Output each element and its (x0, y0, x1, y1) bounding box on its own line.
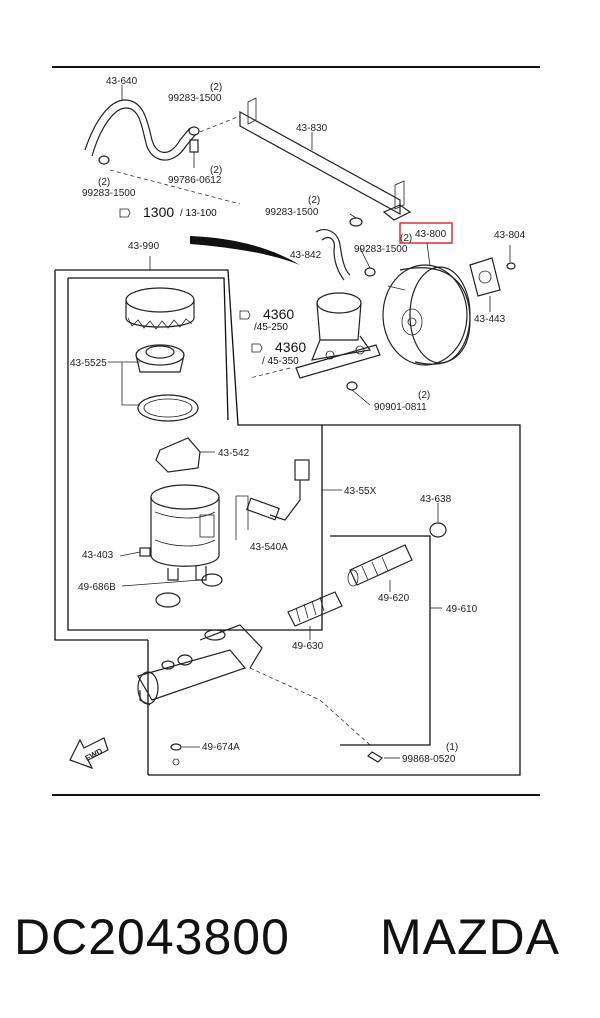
label-90901: 90901-0811 (374, 402, 427, 413)
oring-49-674a (170, 743, 182, 751)
grommet-1 (201, 573, 223, 587)
label-49-674a: 49-674A (202, 742, 240, 753)
leader-lines (108, 85, 511, 759)
ref-1300: 1300 / 13-100 (119, 204, 217, 220)
label-43-540a: 43-540A (250, 542, 288, 553)
label-43-638: 43-638 (420, 494, 452, 505)
label-43-542: 43-542 (218, 448, 250, 459)
label-43-830: 43-830 (296, 123, 328, 134)
ref-4360-b: 4360 / 45-350 (251, 339, 306, 367)
label-43-842: 43-842 (290, 250, 322, 261)
label-99283c-qty: (2) (308, 195, 320, 206)
label-43-800: 43-800 (415, 229, 447, 240)
vacuum-hose-assembly (84, 97, 412, 227)
label-43-804: 43-804 (494, 230, 526, 241)
clip-43-638 (429, 522, 447, 538)
label-43-55x: 43-55X (344, 486, 377, 497)
reservoir-cap (125, 287, 195, 330)
label-99868: 99868-0520 (402, 754, 456, 765)
ref-1300-num: 1300 (143, 204, 174, 220)
hose-43-842 (315, 229, 376, 281)
reservoir-tank (150, 484, 220, 581)
label-99283b-qty: (2) (98, 177, 110, 188)
label-99283d: 99283-1500 (354, 244, 408, 255)
label-49-620: 49-620 (378, 593, 410, 604)
piston-49-620 (347, 544, 413, 587)
label-49-610: 49-610 (446, 604, 478, 615)
kit-box-49-610 (330, 535, 431, 746)
screw-99868 (367, 751, 383, 763)
label-99868-qty: (1) (446, 742, 458, 753)
ref-4360a-sub: /45-250 (254, 322, 288, 333)
label-90901-qty: (2) (418, 390, 430, 401)
assembly-arrow (190, 236, 300, 265)
label-fwd: FWD (84, 746, 105, 763)
grommet-2 (155, 592, 181, 608)
highlight-box-43-800 (399, 222, 453, 244)
label-43-5525: 43-5525 (70, 358, 107, 369)
level-sensor (235, 459, 310, 540)
label-99786: 99786-0612 (168, 175, 222, 186)
label-99283a: 99283-1500 (168, 93, 222, 104)
part-43-542 (155, 437, 201, 473)
label-43-640: 43-640 (106, 76, 138, 87)
ref-arrow-icon (119, 208, 131, 218)
label-99283d-qty: (2) (400, 233, 412, 244)
ref-4360a-num: 4360 (263, 306, 294, 322)
ref-4360b-sub: / 45-350 (262, 356, 299, 367)
label-43-990: 43-990 (128, 241, 160, 252)
brake-booster (382, 257, 516, 366)
reservoir-kit-box (54, 256, 521, 776)
label-99283b: 99283-1500 (82, 188, 136, 199)
part-43-403 (139, 547, 151, 557)
ref-1300-sub: / 13-100 (180, 208, 217, 219)
master-cylinder-body (137, 624, 371, 746)
fwd-arrow-icon (69, 737, 109, 770)
seal-ring (137, 394, 199, 422)
label-43-443: 43-443 (474, 314, 506, 325)
reservoir-filter (135, 344, 185, 373)
label-49-630: 49-630 (292, 641, 324, 652)
ref-arrow-icon (251, 343, 263, 353)
brand-name: MAZDA (380, 909, 560, 965)
part-number: DC2043800 (14, 909, 290, 965)
label-99283c: 99283-1500 (265, 207, 319, 218)
ref-4360b-num: 4360 (275, 339, 306, 355)
label-99786-qty: (2) (210, 165, 222, 176)
label-99283a-qty: (2) (210, 82, 222, 93)
label-49-686b: 49-686B (78, 582, 116, 593)
ref-4360-a: 4360 /45-250 (239, 306, 294, 333)
master-cylinder-top (249, 292, 381, 391)
label-43-403: 43-403 (82, 550, 114, 561)
ref-arrow-icon (239, 310, 251, 320)
spring-49-630 (287, 591, 343, 627)
